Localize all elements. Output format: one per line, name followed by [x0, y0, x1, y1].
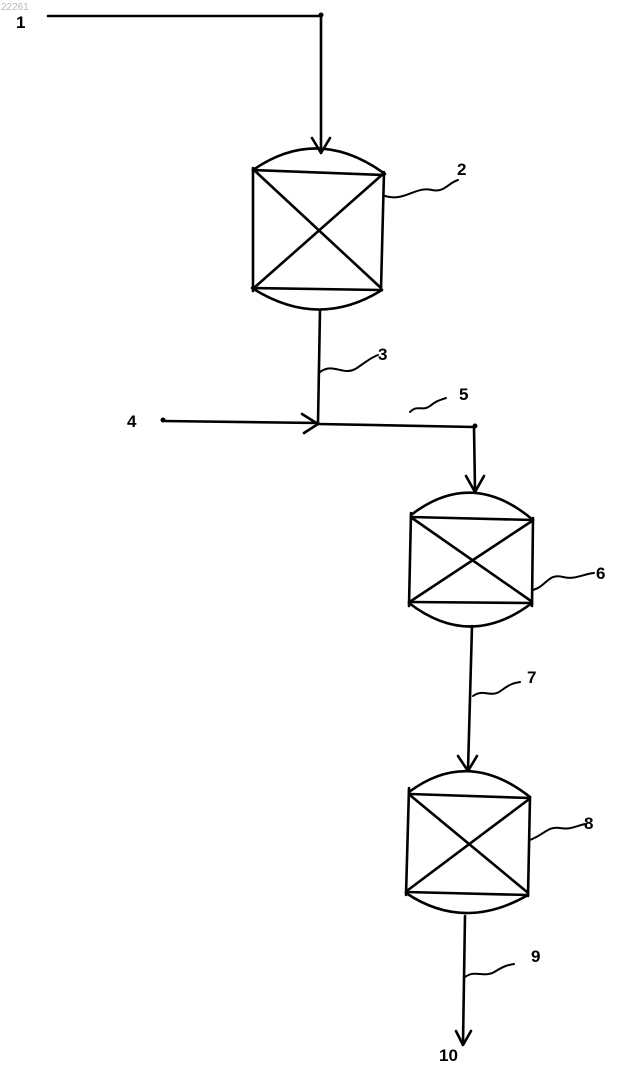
leader-2	[385, 180, 458, 197]
label-4: 4	[127, 412, 137, 431]
label-2: 2	[457, 160, 466, 179]
stream-7	[458, 626, 477, 771]
label-9: 9	[531, 947, 540, 966]
leader-8	[530, 824, 585, 840]
label-10: 10	[439, 1046, 458, 1065]
reactor-8	[406, 771, 530, 913]
reactor-2	[252, 148, 385, 309]
reactor-6	[409, 493, 533, 627]
leader-5	[410, 398, 446, 412]
figure-code: 22261	[1, 2, 29, 13]
label-8: 8	[584, 814, 593, 833]
label-7: 7	[527, 668, 536, 687]
stream-5	[318, 424, 484, 493]
leader-6	[533, 573, 594, 590]
label-3: 3	[378, 345, 387, 364]
label-6: 6	[596, 564, 605, 583]
label-1: 1	[16, 13, 25, 32]
label-5: 5	[459, 385, 468, 404]
feed-stream-1	[48, 13, 330, 154]
product-stream-9	[456, 916, 471, 1045]
leader-9	[465, 964, 514, 977]
leader-7	[473, 682, 520, 696]
leader-3	[320, 355, 378, 372]
stream-3	[318, 310, 320, 423]
feed-stream-4	[161, 414, 319, 433]
